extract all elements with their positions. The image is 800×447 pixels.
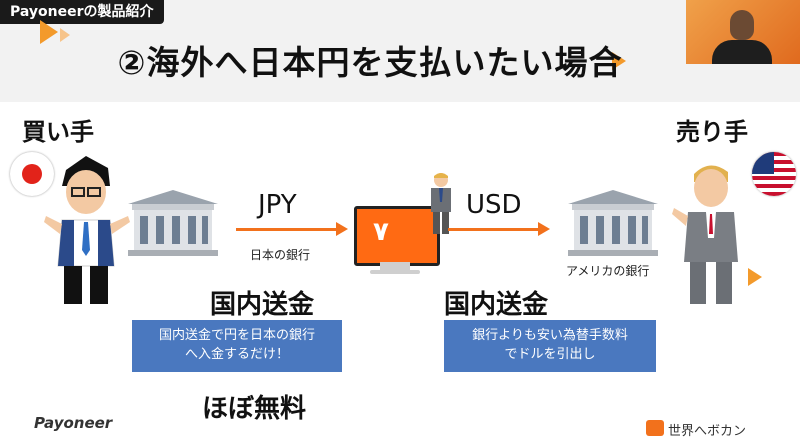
us-flag-icon [752,152,796,196]
arrow-to-payoneer [236,222,348,236]
japan-flag-icon [10,152,54,196]
almost-free-label: ほぼ無料 [202,394,307,424]
japan-bank-label: 日本の銀行 [250,248,311,262]
agent-person-icon [431,173,451,234]
payoneer-logo-icon: ٧ [373,217,389,247]
seller-person-icon [672,165,738,304]
seller-label: 売り手 [676,118,748,146]
decor-triangle [60,28,70,42]
webcam-feed [686,0,800,64]
domestic-transfer-right: 国内送金 [444,290,549,320]
note-box-right: 銀行よりも安い為替手数料 でドルを引出し [444,320,656,372]
buyer-label: 買い手 [22,118,94,146]
note-left-line1: 国内送金で円を日本の銀行 [158,328,315,343]
domestic-transfer-left: 国内送金 [210,290,315,320]
sekai-he-bokan-logo: 世界へボカン [668,424,747,439]
note-right-line1: 銀行よりも安い為替手数料 [472,328,628,343]
presenter-body [712,40,772,64]
monitor-stand [380,262,410,270]
decor-triangle [748,268,762,286]
decor-triangle [40,20,58,44]
payoneer-monitor-icon: ٧ [354,206,440,266]
note-left-line2: へ入金するだけ！ [184,347,289,362]
video-title-tag: Payoneerの製品紹介 [0,0,164,24]
us-bank-label: アメリカの銀行 [566,264,650,278]
currency-usd: USD [466,190,522,220]
note-box-left: 国内送金で円を日本の銀行 へ入金するだけ！ [132,320,342,372]
note-right-line2: でドルを引出し [504,347,596,362]
buyer-person-icon [44,156,130,304]
monitor-base [370,270,420,274]
presenter-head [730,10,754,40]
decor-triangle [612,52,626,70]
slide-title: ②海外へ日本円を支払いたい場合 [117,43,623,82]
us-bank-building-icon [568,190,658,256]
payoneer-footer-logo: Payoneer [34,414,113,432]
arrow-to-us-bank [448,222,550,236]
currency-jpy: JPY [258,190,297,220]
brand-chat-icon [646,420,664,436]
japan-bank-building-icon [128,190,218,256]
